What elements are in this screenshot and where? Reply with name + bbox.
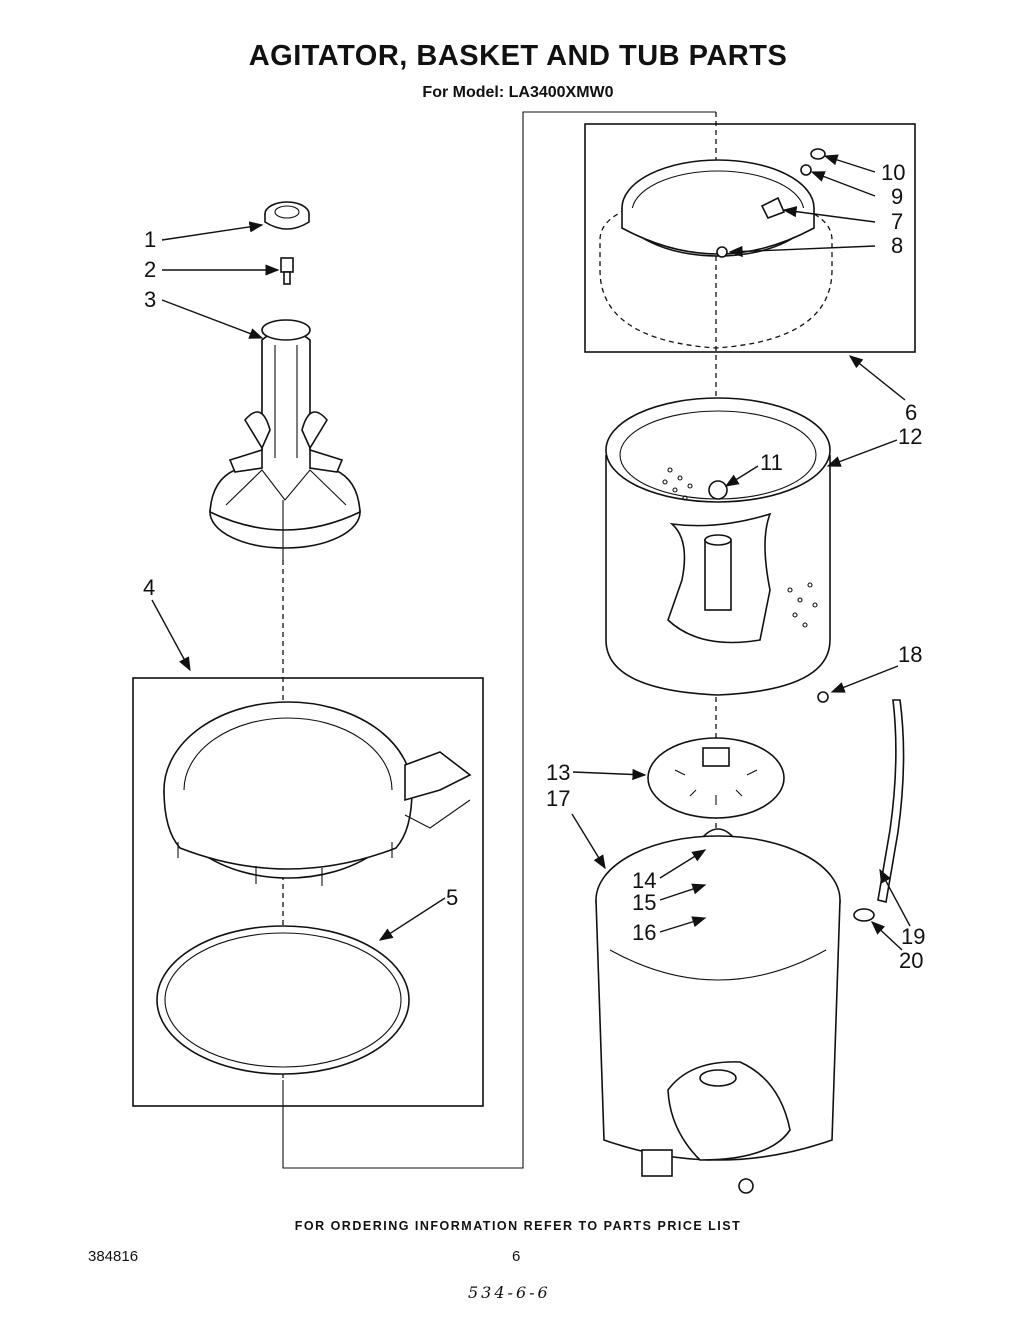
group-box-4 <box>132 677 484 1107</box>
group-box-6 <box>584 123 916 353</box>
callout-20: 20 <box>899 948 923 973</box>
basket-plug-part <box>817 691 829 703</box>
agitator-cap-part <box>264 201 310 230</box>
callout-12: 12 <box>898 424 922 449</box>
callout-17: 17 <box>546 786 570 811</box>
callout-7: 7 <box>891 209 903 234</box>
callout-6: 6 <box>905 400 917 425</box>
ordering-info-note: FOR ORDERING INFORMATION REFER TO PARTS … <box>294 1219 742 1233</box>
callout-16: 16 <box>632 920 656 945</box>
agitator-bolt-part <box>280 257 294 285</box>
callout-leader-lines <box>151 154 911 951</box>
callout-8: 8 <box>891 233 903 258</box>
page-number: 6 <box>512 1248 521 1265</box>
basket-drive-plate-part <box>647 737 785 819</box>
handwritten-note: 534-6-6 <box>468 1283 551 1302</box>
agitator-part <box>209 319 361 549</box>
callout-11: 11 <box>760 450 783 475</box>
callout-19: 19 <box>901 924 925 949</box>
hose-and-clamp-parts <box>853 699 905 922</box>
callout-13: 13 <box>546 760 570 785</box>
document-number: 384816 <box>88 1248 139 1265</box>
tub-cover-assembly-part <box>599 148 833 349</box>
callout-2: 2 <box>144 257 156 282</box>
callout-18: 18 <box>898 642 922 667</box>
callout-5: 5 <box>446 885 458 910</box>
callout-9: 9 <box>891 184 903 209</box>
tub-ring-part <box>163 701 472 886</box>
callout-1: 1 <box>144 227 156 252</box>
callout-10: 10 <box>881 160 905 185</box>
wash-basket-part <box>605 397 831 696</box>
outer-tub-part <box>595 835 841 1194</box>
model-subtitle: For Model: LA3400XMW0 <box>422 84 614 101</box>
callout-4: 4 <box>143 575 155 600</box>
page-title: AGITATOR, BASKET AND TUB PARTS <box>248 40 788 72</box>
tub-gasket-part <box>156 925 410 1075</box>
callout-14: 14 <box>632 868 656 893</box>
callout-15: 15 <box>632 890 656 915</box>
callout-3: 3 <box>144 287 156 312</box>
